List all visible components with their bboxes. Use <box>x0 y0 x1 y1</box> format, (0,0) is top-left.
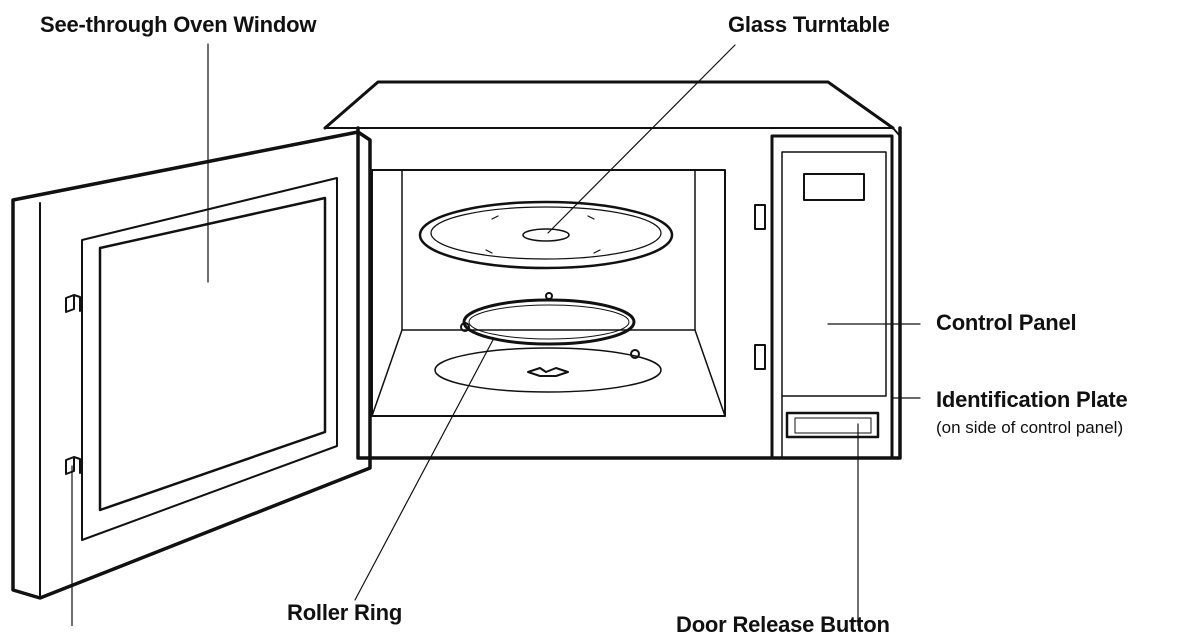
label-identification-plate-note: (on side of control panel) <box>936 418 1124 437</box>
label-door-release: Door Release Button <box>676 612 890 637</box>
oven-door <box>11 130 372 600</box>
leader-turntable <box>547 44 736 234</box>
oven-body <box>323 80 902 460</box>
roller-ring <box>460 292 640 359</box>
leader-roller-ring <box>354 337 495 601</box>
cavity-floor-hub <box>434 347 662 393</box>
oven-cavity <box>371 169 766 417</box>
label-oven-window: See-through Oven Window <box>40 12 317 37</box>
door-release-button <box>785 411 880 439</box>
control-panel <box>770 134 894 460</box>
label-roller-ring: Roller Ring <box>287 600 403 625</box>
glass-turntable <box>418 200 674 270</box>
leader-lines <box>71 43 921 626</box>
label-identification-plate: Identification Plate <box>936 387 1128 412</box>
label-glass-turntable: Glass Turntable <box>728 12 890 37</box>
label-control-panel: Control Panel <box>936 310 1077 335</box>
